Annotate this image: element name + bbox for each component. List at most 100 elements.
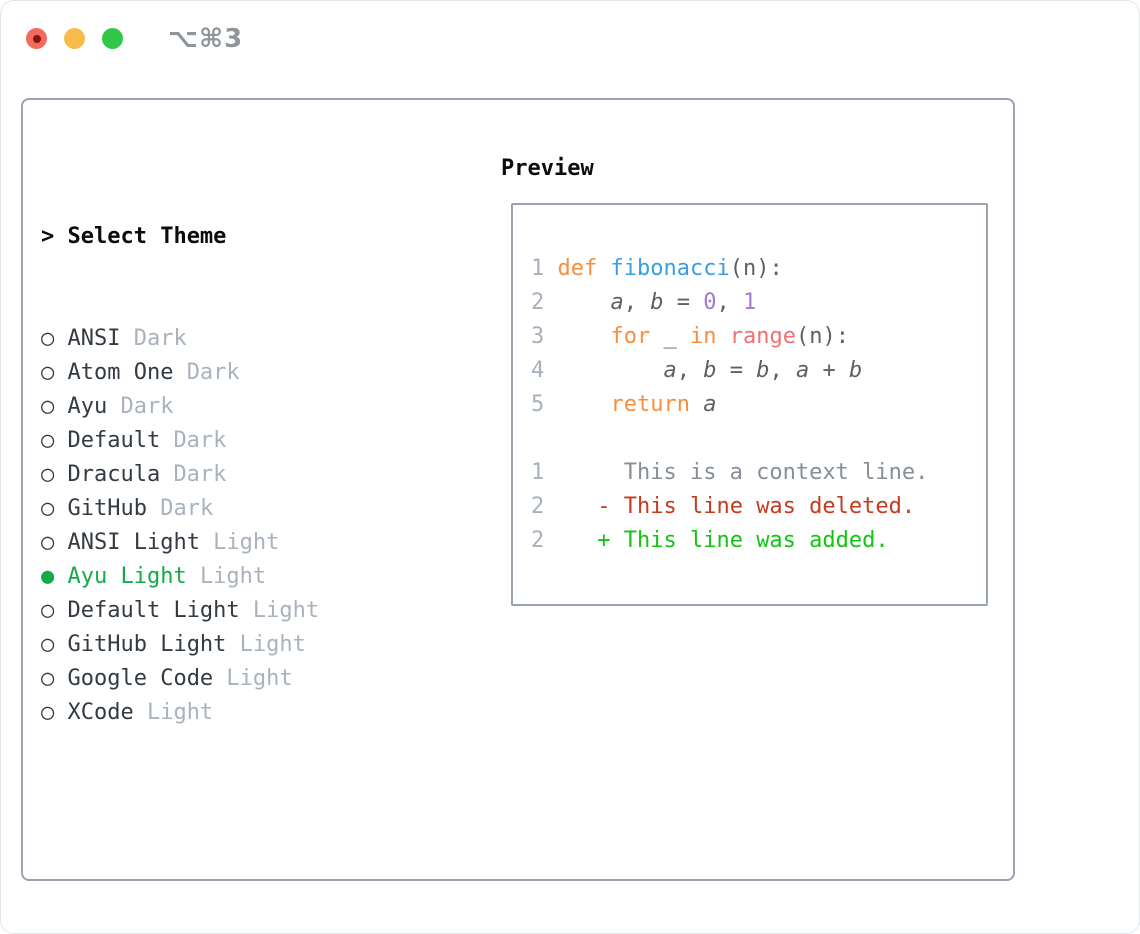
code-token-num: 4 <box>531 358 558 383</box>
theme-option-label: Dracula <box>67 462 161 487</box>
theme-option-label: GitHub Light <box>67 632 227 657</box>
code-token-plain <box>558 290 611 315</box>
theme-variant-label: Light <box>146 700 214 725</box>
theme-option-label: GitHub <box>67 496 147 521</box>
radio-icon: ○ <box>41 428 55 453</box>
theme-variant-label: Dark <box>173 428 227 453</box>
code-token-var: b <box>703 358 717 383</box>
theme-option[interactable]: ○ Default Light Light <box>41 594 412 628</box>
select-theme-header-label: Select Theme <box>67 224 227 249</box>
radio-icon: ○ <box>41 496 55 521</box>
zoom-button[interactable] <box>102 28 123 49</box>
code-token-num: 5 <box>531 392 558 417</box>
code-token-num: 2 <box>531 494 558 519</box>
theme-option[interactable]: ○ ANSI Dark <box>41 322 412 356</box>
code-line: 1 This is a context line. <box>531 456 986 490</box>
theme-variant-label: Dark <box>186 360 240 385</box>
code-token-numlit: 0 <box>703 290 717 315</box>
theme-variant-label: Light <box>213 530 280 555</box>
theme-option[interactable]: ○ GitHub Light Light <box>41 628 412 662</box>
code-token-var: b <box>756 358 770 383</box>
code-line: 4 a, b = b, a + b <box>531 354 986 388</box>
theme-variant-label: Light <box>239 632 306 657</box>
code-token-var: a <box>610 290 624 315</box>
window-shortcut-label: ⌥⌘3 <box>168 24 244 54</box>
theme-variant-label: Dark <box>173 462 227 487</box>
code-token-del: - This line was deleted. <box>597 494 916 519</box>
cursor-icon: > <box>41 224 55 249</box>
theme-option-label: ANSI Light <box>67 530 200 555</box>
code-token-plain <box>558 392 611 417</box>
code-token-var: a <box>703 392 717 417</box>
radio-icon: ○ <box>41 394 55 419</box>
theme-option-label: Default Light <box>67 598 240 623</box>
code-token-plain: = <box>663 290 704 315</box>
minimize-button[interactable] <box>64 28 85 49</box>
code-token-plain: , <box>676 358 704 383</box>
radio-icon: ○ <box>41 326 55 351</box>
code-preview-pane: 1 def fibonacci(n): 2 a, b = 0, 1 3 for _ … <box>511 203 988 606</box>
theme-option[interactable]: ● Ayu Light Light <box>41 560 412 594</box>
code-token-ctx: This is a context line. <box>557 460 929 485</box>
preview-header-label: Preview <box>501 156 594 181</box>
radio-icon: ○ <box>41 632 55 657</box>
code-token-plain: _ <box>650 324 690 349</box>
code-token-num: 2 <box>531 290 558 315</box>
code-token-var: b <box>848 358 863 383</box>
theme-variant-label: Light <box>252 598 320 623</box>
code-token-kw: def <box>557 256 611 281</box>
radio-selected-icon: ● <box>41 564 55 589</box>
code-token-num: 3 <box>531 324 558 349</box>
code-token-kw: return <box>610 392 690 417</box>
code-token-var: a <box>663 358 677 383</box>
code-line: 2 - This line was deleted. <box>531 490 986 524</box>
theme-option[interactable]: ○ Atom One Dark <box>41 356 412 390</box>
code-token-plain: + <box>809 358 849 383</box>
theme-option-label: ANSI <box>67 326 121 351</box>
code-token-plain <box>716 324 729 349</box>
code-token-var: a <box>795 358 810 383</box>
theme-variant-label: Light <box>199 564 267 589</box>
code-token-plain: = <box>716 358 757 383</box>
code-token-plain <box>690 392 703 417</box>
theme-variant-label: Dark <box>133 326 187 351</box>
code-token-add: + This line was added. <box>597 528 889 553</box>
code-line: 3 for _ in range(n): <box>531 320 986 354</box>
code-token-num: 1 <box>531 460 558 485</box>
code-token-kw: for <box>610 324 651 349</box>
code-line <box>531 422 986 456</box>
radio-icon: ○ <box>41 700 55 725</box>
theme-variant-label: Dark <box>160 496 214 521</box>
radio-icon: ○ <box>41 666 55 691</box>
theme-option-label: XCode <box>67 700 134 725</box>
code-token-plain: , <box>769 358 796 383</box>
theme-option[interactable]: ○ GitHub Dark <box>41 492 412 526</box>
radio-icon: ○ <box>41 598 55 623</box>
theme-option-label: Ayu Light <box>67 564 187 589</box>
code-token-num: 1 <box>531 256 558 281</box>
code-token-plain <box>558 494 598 519</box>
code-line: 5 return a <box>531 388 986 422</box>
code-token-plain <box>558 324 611 349</box>
theme-option[interactable]: ○ XCode Light <box>41 696 412 730</box>
code-line: 1 def fibonacci(n): <box>531 252 986 286</box>
close-button[interactable] <box>26 28 47 49</box>
radio-icon: ○ <box>41 530 55 555</box>
code-token-plain: (n): <box>795 324 849 349</box>
theme-option[interactable]: ○ ANSI Light Light <box>41 526 412 560</box>
radio-icon: ○ <box>41 360 55 385</box>
code-token-numlit: 1 <box>742 290 757 315</box>
code-token-plain <box>558 358 664 383</box>
titlebar: ⌥⌘3 <box>1 1 1139 77</box>
theme-option-label: Atom One <box>67 360 174 385</box>
code-token-num: 2 <box>531 528 558 553</box>
theme-option-label: Google Code <box>67 666 214 691</box>
